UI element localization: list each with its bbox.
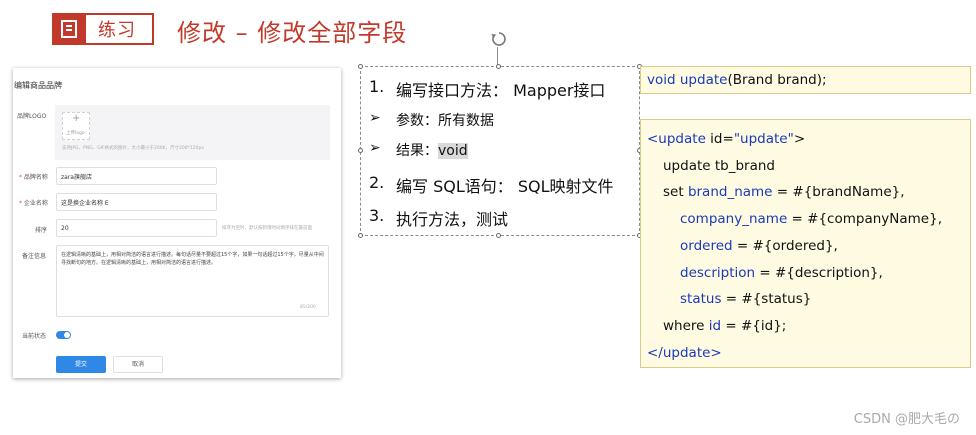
document-icon [52,13,86,45]
code-line-update: update tb_brand [663,158,775,174]
rotate-handle-line [497,47,498,66]
result-void: void [438,143,468,159]
page-title: 修改 – 修改全部字段 [177,19,408,47]
resize-handle[interactable] [358,233,363,238]
company-name-label: * 企业名称 [19,200,48,207]
code-line-ordered: ordered = #{ordered}, [680,238,838,254]
code-line-company: company_name = #{companyName}, [680,211,942,227]
upload-hint: 上传logo [66,131,85,136]
description-value: 在逻辑清晰的基础上，用相对简洁的语言进行描述。每句话尽量不要超过15个字，如果一… [61,252,324,266]
resize-handle[interactable] [496,64,501,69]
bullet-arrow-icon: ➢ [369,140,381,156]
status-toggle[interactable] [56,331,71,339]
description-label: 备注信息 [22,253,47,260]
company-name-input[interactable] [56,193,217,211]
resize-handle[interactable] [358,148,363,153]
logo-upload-button[interactable] [62,112,90,140]
method-code-box [640,66,971,94]
step-2-number: 2. [369,173,385,192]
company-name-value: 这是换企业名称 E [61,200,109,207]
step-2-text: 编写 SQL语句： SQL映射文件 [396,177,614,196]
result-text: 结果：void [396,143,468,159]
upload-note: 支持JPG、PNG、GIF格式的图片，大小最小于200K，尺寸200*120px [62,146,204,151]
brand-name-value: zara旗舰店 [61,174,92,181]
resize-handle[interactable] [496,233,501,238]
description-textarea[interactable] [56,245,329,317]
toggle-knob [64,332,70,338]
code-line-where: where id = #{id}; [663,318,787,334]
sql-mapper-code-box [640,119,971,368]
status-label: 当前状态 [22,333,47,340]
watermark: CSDN @肥大毛の [853,412,960,427]
ordered-input[interactable] [56,219,217,237]
step-3-number: 3. [369,206,385,225]
code-line-status: status = #{status} [680,291,812,307]
logo-label: 品牌LOGO [17,113,47,120]
ordered-note: 排序为空时，默认按新增时间倒序排在最前面 [222,226,312,231]
resize-handle[interactable] [358,64,363,69]
plus-icon: + [72,113,81,124]
param-text: 参数：所有数据 [396,113,494,129]
cancel-button[interactable]: 取消 [113,356,163,373]
step-1-number: 1. [369,77,385,96]
code-line-set: set brand_name = #{brandName}, [663,184,905,200]
logo-upload-area [55,105,330,160]
brand-name-input[interactable] [56,167,217,185]
form-title: 编辑商品品牌 [14,81,62,90]
ordered-label: 排序 [35,227,48,234]
description-counter: 85/200 [300,305,316,310]
ordered-value: 20 [61,225,69,232]
submit-button[interactable]: 提交 [56,356,106,373]
exercise-tag-label: 练习 [98,20,136,41]
rotate-handle-icon[interactable] [490,30,508,48]
code-line-description: description = #{description}, [680,265,883,281]
code-line-close-tag: </update> [647,345,722,361]
bullet-arrow-icon: ➢ [369,110,381,126]
brand-name-label: * 品牌名称 [19,174,48,181]
step-3-text: 执行方法，测试 [396,210,509,229]
method-signature: void update(Brand brand); [647,72,827,88]
code-line-open-tag: <update id="update"> [647,131,806,147]
step-1-text: 编写接口方法： Mapper接口 [396,81,606,100]
